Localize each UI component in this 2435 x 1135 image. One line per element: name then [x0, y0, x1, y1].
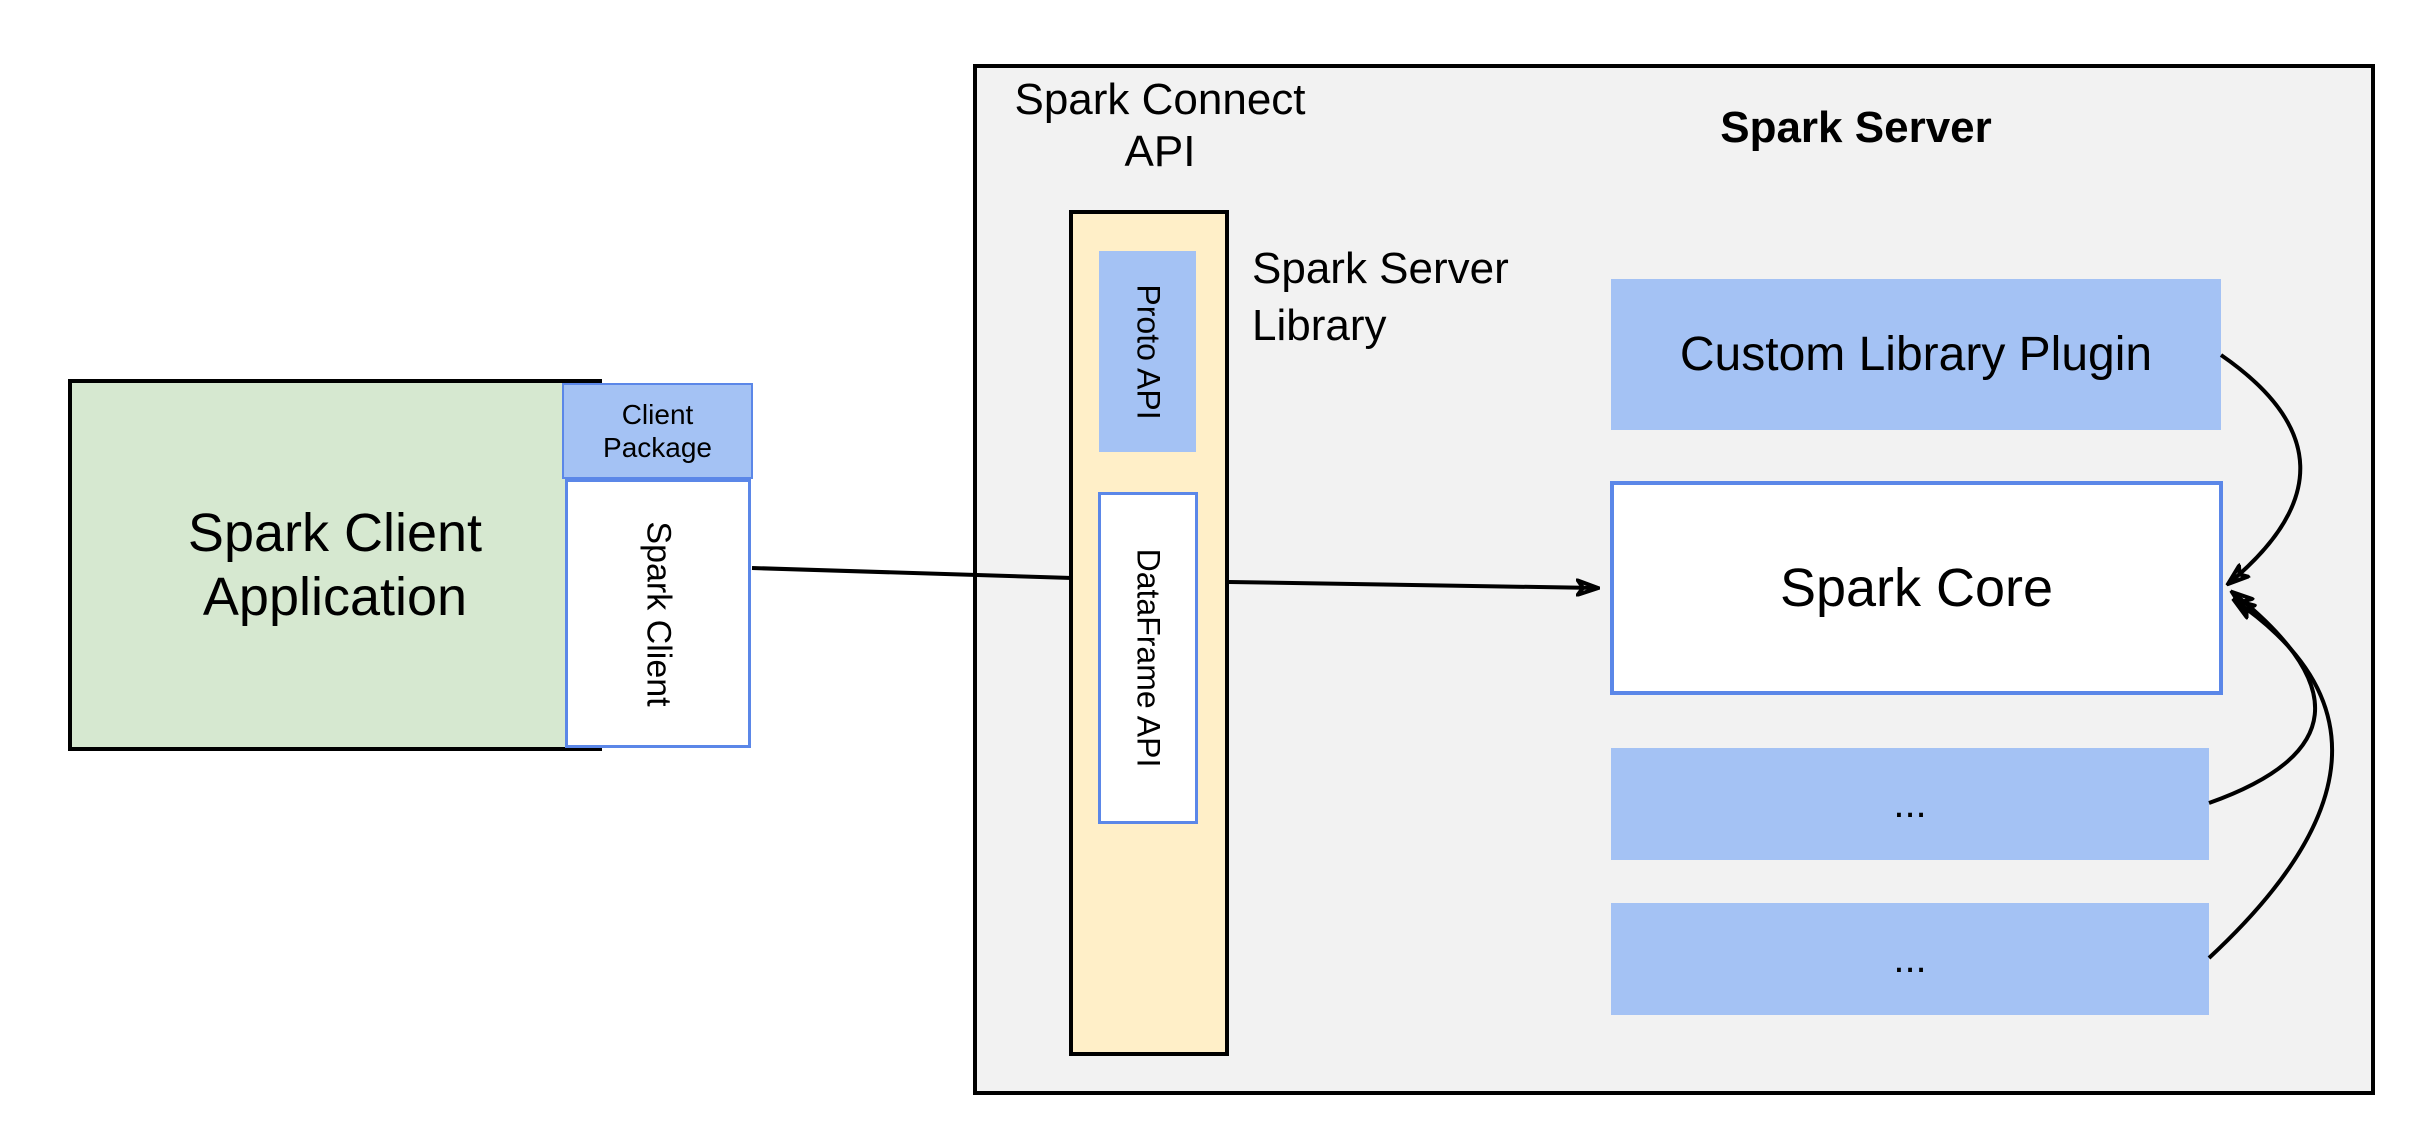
plugin-slot-1-box: ... — [1611, 748, 2209, 860]
spark-server-title: Spark Server — [1720, 103, 1992, 152]
plugin-slot-2-box: ... — [1611, 903, 2209, 1015]
client-package-label-line1: Client — [621, 399, 694, 430]
spark-server-library-label: Spark Server Library — [1252, 240, 1652, 354]
spark-core-label: Spark Core — [1779, 558, 2054, 618]
spark-connect-api-title-line1: Spark Connect — [1014, 75, 1306, 124]
proto-api-box: Proto API — [1099, 251, 1196, 452]
spark-client-application-label-line1: Spark Client — [187, 503, 483, 563]
custom-library-plugin-box: Custom Library Plugin — [1611, 279, 2221, 430]
spark-server-library-label-line2: Library — [1252, 301, 1387, 350]
spark-client-box: Spark Client — [565, 479, 751, 748]
spark-connect-api-title: Spark Connect API — [980, 74, 1340, 178]
spark-client-application-label: Spark Client Application — [188, 501, 482, 629]
dataframe-api-box: DataFrame API — [1098, 492, 1198, 824]
spark-core-box: Spark Core — [1610, 481, 2223, 695]
spark-client-application-box: Spark Client Application — [68, 379, 602, 751]
spark-server-library-label-line1: Spark Server — [1252, 244, 1509, 293]
plugin-slot-1-label: ... — [1893, 781, 1927, 826]
client-package-box: Client Package — [562, 383, 753, 479]
custom-library-plugin-label: Custom Library Plugin — [1679, 328, 2153, 381]
dataframe-api-label: DataFrame API — [1130, 548, 1167, 768]
spark-connect-api-title-line2: API — [1124, 127, 1196, 176]
proto-api-label: Proto API — [1130, 283, 1166, 420]
spark-client-application-label-line2: Application — [202, 567, 468, 627]
client-package-label-line2: Package — [603, 432, 712, 463]
plugin-slot-2-label: ... — [1893, 936, 1927, 981]
spark-client-label: Spark Client — [639, 520, 678, 707]
